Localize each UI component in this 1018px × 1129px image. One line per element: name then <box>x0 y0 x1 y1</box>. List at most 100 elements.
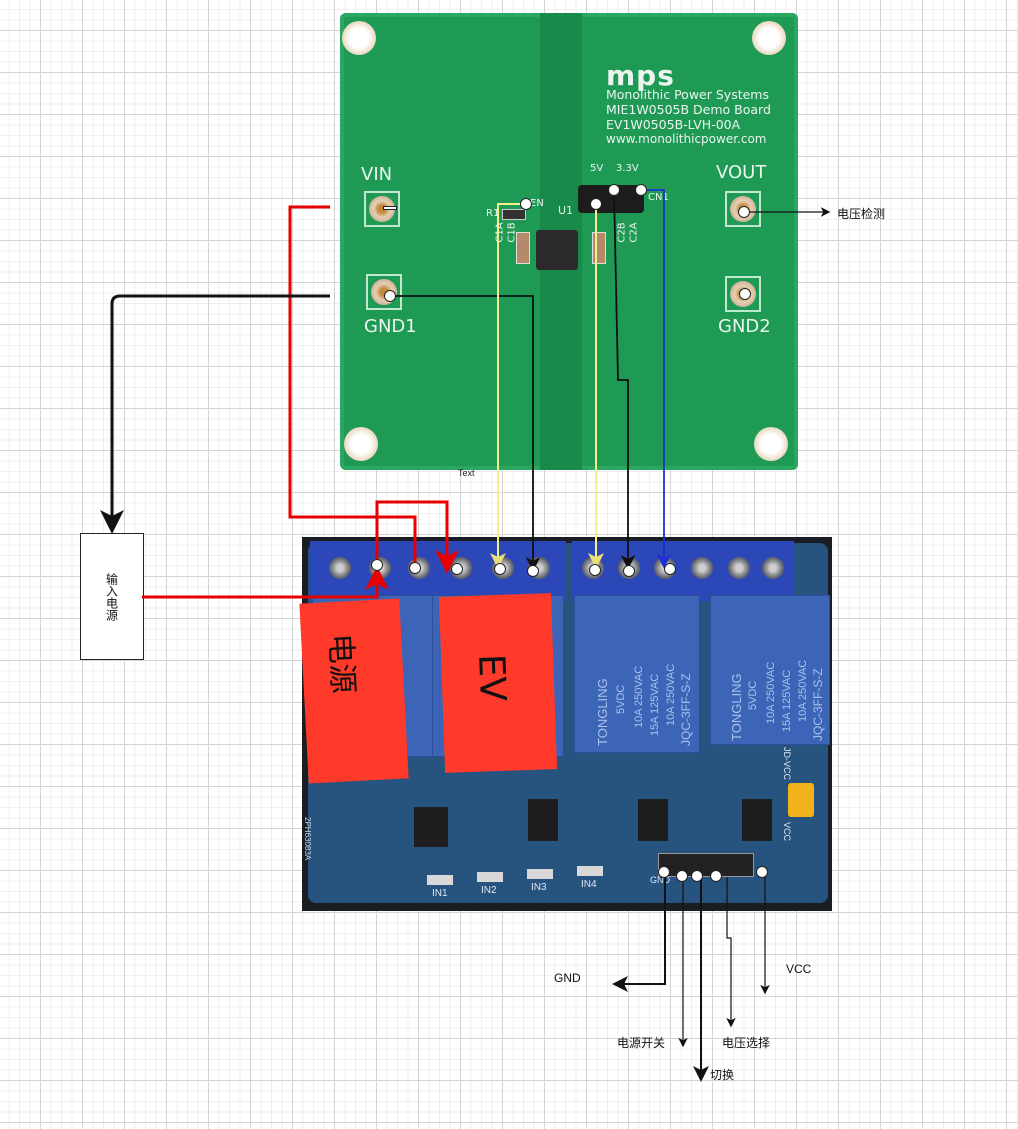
vin-connection-point[interactable] <box>383 206 397 210</box>
u1-chip <box>536 230 578 270</box>
mounting-hole <box>754 427 788 461</box>
mounting-hole <box>344 427 378 461</box>
relay-4-rating: 5VDC <box>747 680 759 710</box>
relay-module: 电源 EV TONGLING 5VDC 10A 250VAC 15A 125VA… <box>299 537 832 911</box>
gnd1-connection-point[interactable] <box>384 290 396 302</box>
jumper-5v-point[interactable] <box>590 198 602 210</box>
relay-terminal-point[interactable] <box>664 563 676 575</box>
r1-resistor <box>502 209 526 220</box>
relay-terminal-point[interactable] <box>451 563 463 575</box>
relay-3-spec3: 10A 250VAC <box>665 663 677 726</box>
vcc-label: VCC <box>782 822 792 842</box>
relay-terminal-point[interactable] <box>371 559 383 571</box>
in3-label: IN3 <box>531 882 547 893</box>
relay-1-tag: 电源 <box>299 598 409 784</box>
gnd1-label: GND1 <box>364 316 417 337</box>
relay-3-model: JQC-3FF-S-Z <box>679 673 693 746</box>
in2-label: IN2 <box>481 885 497 896</box>
in3-led <box>527 869 553 879</box>
relay-1-tag-text: 电源 <box>322 632 361 695</box>
c2b-label: C2B <box>616 222 628 243</box>
screw-terminal[interactable] <box>728 557 750 579</box>
optocoupler <box>528 799 558 841</box>
relay-terminal-point[interactable] <box>409 562 421 574</box>
voltage-detect-label: 电压检测 <box>837 207 886 221</box>
relay-3-spec1: 10A 250VAC <box>633 665 645 728</box>
relay-4-spec3: 10A 250VAC <box>797 659 809 722</box>
in1-led <box>427 875 453 885</box>
company-name: Monolithic Power Systems <box>606 87 769 102</box>
vin-label: VIN <box>361 164 393 185</box>
gnd-label: GND <box>554 971 581 985</box>
in2-led <box>477 872 503 882</box>
header-vcc-point[interactable] <box>756 866 768 878</box>
relay-4: TONGLING 5VDC 10A 250VAC 15A 125VAC 10A … <box>710 595 830 745</box>
relay-4-brand: TONGLING <box>729 673 744 741</box>
jumper-3v3-label: 3.3V <box>616 163 639 174</box>
gnd2-connection-point[interactable] <box>739 288 751 300</box>
jd-vcc-label: JD-VCC <box>782 747 792 780</box>
screw-terminal[interactable] <box>762 557 784 579</box>
toggle-label: 切换 <box>710 1068 735 1082</box>
header-pin-point[interactable] <box>691 870 703 882</box>
jumper-common-point[interactable] <box>608 184 620 196</box>
input-power-label: 输入电源 <box>104 572 119 621</box>
input-power-box[interactable]: 输入电源 <box>80 533 144 660</box>
c1a-label: C1A <box>494 222 506 243</box>
gnd2-label: GND2 <box>718 316 771 337</box>
mps-logo: mps <box>606 59 675 92</box>
optocoupler <box>414 807 448 847</box>
relay-terminal-point[interactable] <box>527 565 539 577</box>
c2a-label: C2A <box>628 222 640 243</box>
relay-4-model: JQC-3FF-S-Z <box>811 668 825 741</box>
u1-label: U1 <box>558 204 574 217</box>
relay-4-spec1: 10A 250VAC <box>765 661 777 724</box>
relay-terminal-point[interactable] <box>494 563 506 575</box>
c1-capacitor <box>516 232 530 264</box>
relay-terminal-point[interactable] <box>623 565 635 577</box>
voltage-select-label: 电压选择 <box>722 1036 771 1050</box>
relay-2-tag-text: EV <box>470 653 513 703</box>
in4-label: IN4 <box>581 879 597 890</box>
vcc-label: VCC <box>786 962 812 976</box>
website: www.monolithicpower.com <box>606 132 767 146</box>
relay-3-rating: 5VDC <box>615 684 627 714</box>
optocoupler <box>638 799 668 841</box>
caption-text: Text <box>458 468 475 478</box>
vout-connection-point[interactable] <box>738 206 750 218</box>
optocoupler <box>742 799 772 841</box>
relay-3: TONGLING 5VDC 10A 250VAC 15A 125VAC 10A … <box>574 595 700 753</box>
relay-3-brand: TONGLING <box>595 678 610 746</box>
mounting-hole <box>752 21 786 55</box>
mounting-hole <box>342 21 376 55</box>
board-model: MIE1W0505B Demo Board <box>606 102 771 117</box>
jumper-5v-label: 5V <box>590 163 604 174</box>
c1b-label: C1B <box>506 222 518 243</box>
in1-label: IN1 <box>432 888 448 899</box>
black-wire-gnd-in <box>100 294 330 534</box>
header-gnd-point[interactable] <box>658 866 670 878</box>
screw-terminal[interactable] <box>691 557 713 579</box>
relay-2-tag: EV <box>438 593 558 773</box>
r1-label: R1 <box>486 208 500 219</box>
screw-terminal[interactable] <box>329 557 351 579</box>
relay-terminal-point[interactable] <box>589 564 601 576</box>
jumper-3v3-point[interactable] <box>635 184 647 196</box>
en-connection-point[interactable] <box>520 198 532 210</box>
terminal-block-right <box>572 541 794 601</box>
power-switch-label: 电源开关 <box>617 1036 666 1050</box>
cn1-label: CN1 <box>648 192 669 203</box>
in4-led <box>577 866 603 876</box>
relay-4-spec2: 15A 125VAC <box>781 669 793 732</box>
header-pin-point[interactable] <box>676 870 688 882</box>
part-number: EV1W0505B-LVH-00A <box>606 117 741 132</box>
board-code: 2PH63083A <box>303 817 312 861</box>
vcc-jumper[interactable] <box>788 783 814 817</box>
en-label: EN <box>530 198 544 209</box>
header-pin-point[interactable] <box>710 870 722 882</box>
c2-capacitor <box>592 232 606 264</box>
input-pin-header[interactable] <box>658 853 754 877</box>
demo-board-pcb: mps Monolithic Power Systems MIE1W0505B … <box>340 13 798 470</box>
vout-label: VOUT <box>716 162 767 183</box>
relay-3-spec2: 15A 125VAC <box>649 673 661 736</box>
